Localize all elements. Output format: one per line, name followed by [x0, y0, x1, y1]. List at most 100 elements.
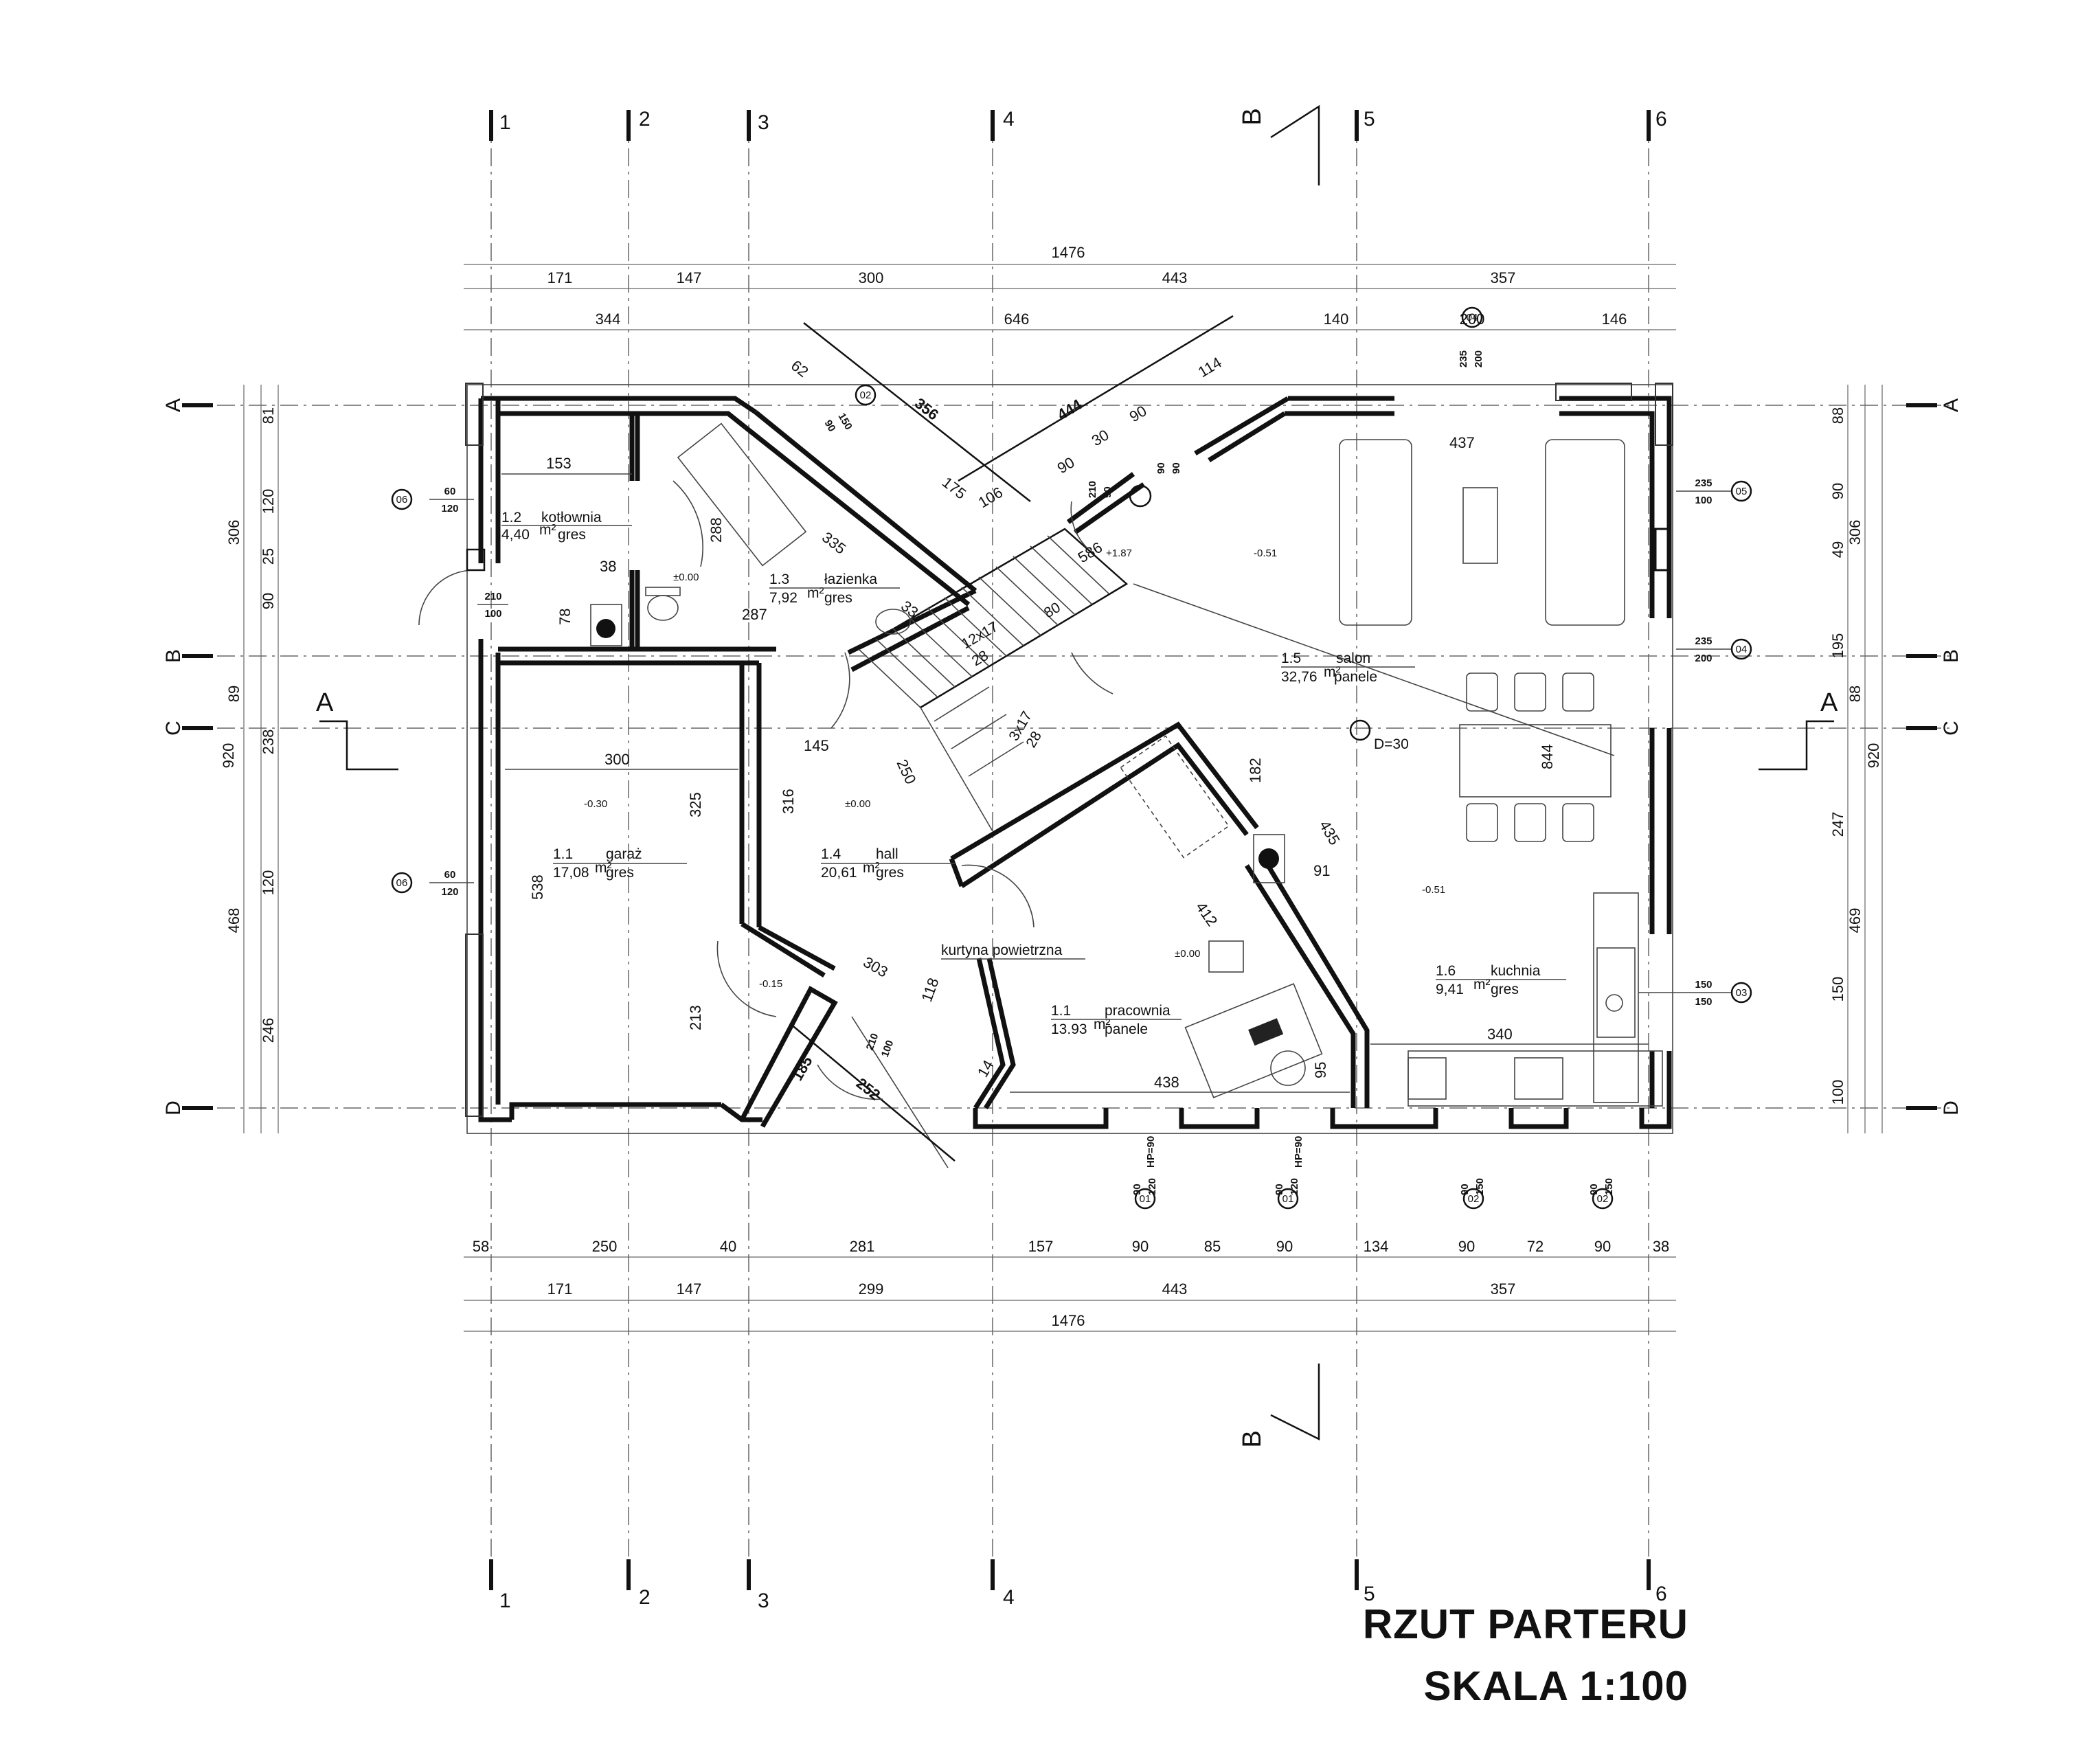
- level-4: -0.30: [584, 798, 607, 810]
- idim-435: 435: [1316, 817, 1344, 848]
- window-tag-02-b: 90 150 02: [1588, 1178, 1615, 1210]
- stairs-label-80: 80: [1041, 600, 1063, 622]
- svg-text:06: 06: [396, 494, 408, 506]
- svg-text:90: 90: [1171, 462, 1182, 474]
- dim-top-646: 646: [1004, 310, 1030, 328]
- svg-text:60: 60: [444, 486, 456, 497]
- dim-bot-147: 147: [677, 1280, 702, 1298]
- door-tag-210-100: 210 100: [477, 591, 508, 620]
- svg-text:m²: m²: [1324, 664, 1341, 680]
- idim-288: 288: [708, 517, 725, 543]
- dim-top-171: 171: [547, 269, 573, 286]
- level-marks: ±0.00 ±0.00 ±0.00 -0.30 -0.15 -0.51 -0.5…: [584, 547, 1445, 990]
- dim-left-238: 238: [260, 730, 277, 755]
- dim-left-120b: 120: [260, 870, 277, 896]
- svg-text:120: 120: [1289, 1178, 1300, 1195]
- svg-text:1.2: 1.2: [501, 510, 521, 525]
- doors: [418, 480, 1114, 1100]
- level-2: ±0.00: [845, 798, 870, 810]
- section-b-top: B: [1238, 108, 1267, 125]
- idim-538: 538: [529, 874, 546, 900]
- level-5: -0.15: [759, 978, 782, 990]
- drawing-scale: SKALA 1:100: [1423, 1663, 1688, 1709]
- window-tag-06-a: 06 60 120: [391, 486, 474, 514]
- dim-top-443: 443: [1162, 269, 1188, 286]
- svg-text:01: 01: [1140, 1193, 1151, 1205]
- svg-text:salon: salon: [1336, 651, 1370, 666]
- svg-text:gres: gres: [558, 527, 586, 543]
- room-hall: 1.4 hall 20,61 m² gres: [821, 846, 955, 881]
- window-tag-01-a: HP=90 90 120 01: [1131, 1136, 1158, 1210]
- idim-340: 340: [1487, 1026, 1513, 1043]
- axis-label-d-right: D: [1940, 1100, 1963, 1116]
- room-salon: 1.5 salon 32,76 m² panele: [1281, 651, 1415, 685]
- idim-95: 95: [1312, 1062, 1329, 1078]
- svg-text:235: 235: [1695, 635, 1712, 647]
- room-kuchnia: 1.6 kuchnia 9,41 m² gres: [1436, 963, 1566, 997]
- svg-text:gres: gres: [824, 590, 852, 606]
- dim-right-90: 90: [1829, 483, 1846, 499]
- section-markers: A A B B: [316, 104, 1838, 1448]
- stairs-label-1: 12x17: [959, 619, 1001, 653]
- window-tag-90-90: 90 90: [1155, 462, 1182, 474]
- svg-text:pracownia: pracownia: [1105, 1003, 1171, 1019]
- svg-text:02: 02: [860, 389, 872, 401]
- idim-316: 316: [780, 789, 797, 814]
- dim-right-469: 469: [1846, 908, 1864, 934]
- dim-bot-171: 171: [547, 1280, 573, 1298]
- window-tag-02-a: 90 150 02: [1459, 1178, 1486, 1210]
- axis-label-d-left: D: [162, 1100, 185, 1116]
- label-d30: D=30: [1374, 736, 1409, 752]
- room-labels: 1.2 kotłownia 4,40 m² gres 1.3 łazienka …: [501, 510, 1566, 1037]
- dim-left-246: 246: [260, 1018, 277, 1043]
- dimensions-bottom: 58 250 40 281 157 90 85 90 134 90 72 90 …: [464, 1238, 1676, 1332]
- drawing-title: RZUT PARTERU: [1362, 1601, 1688, 1647]
- room-lazienka: 1.3 łazienka 7,92 m² gres: [769, 572, 900, 606]
- dim-right-150: 150: [1829, 977, 1846, 1002]
- svg-text:90: 90: [1102, 486, 1114, 498]
- svg-text:13.93: 13.93: [1051, 1021, 1087, 1037]
- axis-label-5: 5: [1364, 108, 1375, 131]
- svg-text:kuchnia: kuchnia: [1491, 963, 1541, 979]
- dim-right-920: 920: [1865, 743, 1882, 769]
- svg-text:210: 210: [1087, 481, 1098, 498]
- dimensions-right: 88 90 49 195 247 150 306 88 469 100 920: [1829, 385, 1883, 1133]
- svg-text:150: 150: [836, 411, 855, 432]
- svg-text:235: 235: [1695, 477, 1712, 489]
- idim-844: 844: [1539, 744, 1556, 769]
- label-kurtyna: kurtyna powietrzna: [941, 942, 1063, 958]
- dimensions-top: 1476 171 147 300 443 357 344 646 140 200…: [464, 244, 1676, 330]
- dimensions-left: 920 306 89 468 246 81 120 25 90 238 120: [220, 385, 279, 1133]
- idim-91: 91: [1313, 862, 1330, 879]
- dim-top-total: 1476: [1052, 244, 1085, 261]
- room-pracownia: 1.1 pracownia 13.93 m² panele: [1051, 1003, 1182, 1037]
- dim-left-89: 89: [225, 686, 242, 702]
- window-tag-05: 05 235 100: [1676, 477, 1752, 506]
- idim-437: 437: [1449, 434, 1475, 451]
- svg-text:150: 150: [1474, 1178, 1486, 1195]
- idim-250: 250: [893, 757, 919, 787]
- door-tag-210-90: 210 90: [1087, 481, 1114, 498]
- axis-label-2-bottom: 2: [639, 1586, 651, 1609]
- svg-text:90: 90: [1155, 462, 1167, 474]
- idim-287: 287: [742, 606, 767, 623]
- dim-bot-total: 1476: [1052, 1312, 1085, 1329]
- svg-text:4,40: 4,40: [501, 527, 530, 543]
- dim-left-81: 81: [260, 407, 277, 424]
- svg-text:1.1: 1.1: [553, 846, 573, 862]
- window-tag-04-right: 04 235 200: [1676, 635, 1752, 664]
- axis-label-c-left: C: [162, 721, 185, 736]
- idim-300: 300: [604, 751, 630, 768]
- axis-label-2: 2: [639, 108, 651, 131]
- svg-text:1.1: 1.1: [1051, 1003, 1071, 1019]
- axis-label-3: 3: [758, 111, 769, 134]
- stairs-label-2b: 28: [1023, 729, 1045, 751]
- door-tag-entry: 210 100: [864, 1032, 896, 1059]
- idim-62: 62: [788, 357, 812, 381]
- dim-right-100: 100: [1829, 1080, 1846, 1105]
- svg-text:gres: gres: [876, 865, 904, 881]
- dim-bot-90b: 90: [1276, 1238, 1293, 1255]
- dim-bot-299: 299: [859, 1280, 884, 1298]
- svg-text:03: 03: [1736, 987, 1748, 999]
